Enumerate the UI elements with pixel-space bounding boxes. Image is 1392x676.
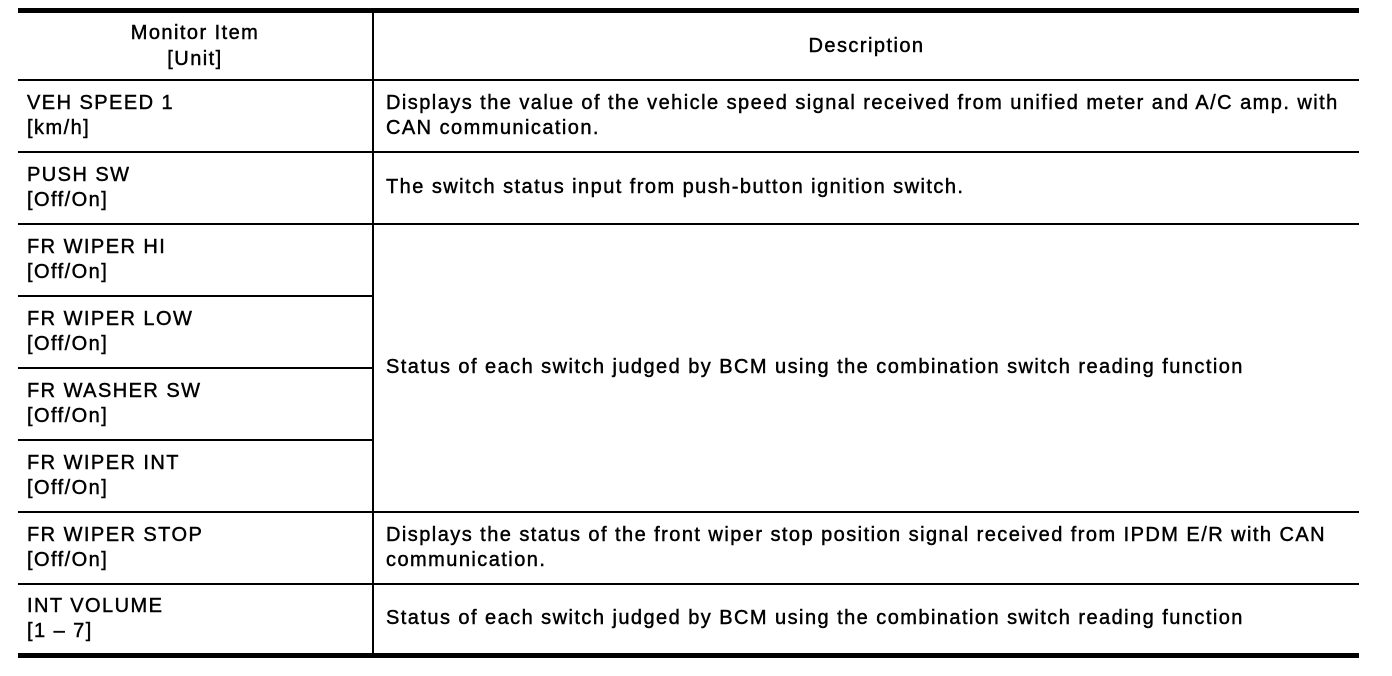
- table-row: FR WIPER HI [Off/On] Status of each swit…: [18, 222, 1359, 513]
- table-row: FR WIPER STOP [Off/On] Displays the stat…: [18, 510, 1359, 585]
- manual-page: Monitor Item [Unit] Description VEH SPEE…: [18, 8, 1359, 658]
- description-cell: Status of each switch judged by BCM usin…: [372, 582, 1359, 657]
- monitor-item-unit: [km/h]: [27, 116, 91, 139]
- monitor-item-name: FR WIPER STOP: [27, 523, 204, 546]
- table-row: FR WIPER LOW [Off/On]: [18, 294, 1359, 369]
- monitor-items-table: Monitor Item [Unit] Description VEH SPEE…: [18, 8, 1359, 658]
- monitor-item-unit: [Off/On]: [27, 404, 109, 427]
- monitor-item-unit: [Off/On]: [27, 260, 109, 283]
- monitor-item-name: FR WASHER SW: [27, 379, 202, 402]
- monitor-item-cell: INT VOLUME [1 – 7]: [18, 582, 374, 657]
- monitor-item-cell: FR WIPER LOW [Off/On]: [18, 294, 374, 369]
- monitor-item-name: FR WIPER HI: [27, 235, 167, 258]
- table-row: FR WASHER SW [Off/On]: [18, 366, 1359, 441]
- monitor-item-name: PUSH SW: [27, 163, 131, 186]
- monitor-item-column-header: Monitor Item [Unit]: [18, 9, 374, 81]
- table-row: FR WIPER INT [Off/On]: [18, 438, 1359, 513]
- description-cell: Displays the status of the front wiper s…: [372, 510, 1359, 585]
- monitor-item-cell: FR WASHER SW [Off/On]: [18, 366, 374, 441]
- monitor-item-name: INT VOLUME: [27, 594, 164, 617]
- description-cell-merged: Status of each switch judged by BCM usin…: [372, 222, 1359, 513]
- monitor-item-name: FR WIPER INT: [27, 451, 180, 474]
- table-row: INT VOLUME [1 – 7] Status of each switch…: [18, 582, 1359, 657]
- description-column-header: Description: [372, 9, 1359, 81]
- monitor-item-unit: [1 – 7]: [27, 619, 93, 642]
- monitor-item-unit: [Off/On]: [27, 548, 109, 571]
- table-row: VEH SPEED 1 [km/h] Displays the value of…: [18, 78, 1359, 153]
- monitor-item-name: FR WIPER LOW: [27, 307, 194, 330]
- description-cell: The switch status input from push-button…: [372, 150, 1359, 225]
- monitor-item-cell: VEH SPEED 1 [km/h]: [18, 78, 374, 153]
- monitor-item-cell: FR WIPER HI [Off/On]: [18, 222, 374, 297]
- monitor-item-unit: [Off/On]: [27, 332, 109, 355]
- monitor-item-header-line2: [Unit]: [167, 47, 223, 70]
- description-cell: Displays the value of the vehicle speed …: [372, 78, 1359, 153]
- monitor-item-cell: PUSH SW [Off/On]: [18, 150, 374, 225]
- monitor-item-cell: FR WIPER INT [Off/On]: [18, 438, 374, 513]
- table-row: PUSH SW [Off/On] The switch status input…: [18, 150, 1359, 225]
- monitor-item-cell: FR WIPER STOP [Off/On]: [18, 510, 374, 585]
- monitor-item-unit: [Off/On]: [27, 188, 109, 211]
- monitor-item-header-line1: Monitor Item: [130, 21, 260, 44]
- header-row: Monitor Item [Unit] Description: [18, 9, 1359, 81]
- monitor-item-name: VEH SPEED 1: [27, 91, 175, 114]
- monitor-item-unit: [Off/On]: [27, 476, 109, 499]
